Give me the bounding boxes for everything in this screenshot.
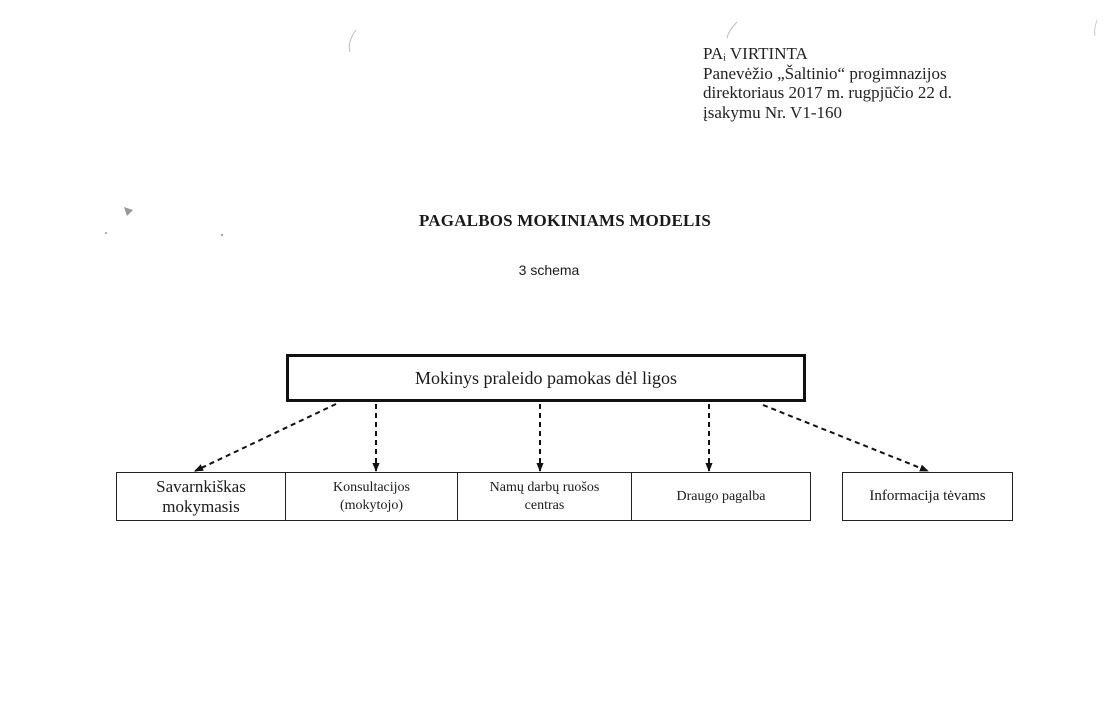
- node-label-line-1: Savarnkiškas: [156, 476, 246, 496]
- approval-stamp: PAᵢ VIRTINTA Panevėžio „Šaltinio“ progim…: [703, 44, 952, 122]
- approval-line-4: įsakymu Nr. V1-160: [703, 102, 842, 122]
- arrow-to-self-study: [194, 403, 337, 472]
- node-label-line-2: mokymasis: [162, 496, 240, 516]
- node-label-line-1: Informacija tėvams: [869, 488, 986, 504]
- root-node: Mokinys praleido pamokas dėl ligos: [286, 354, 806, 402]
- document-title: PAGALBOS MOKINIAMS MODELIS: [418, 211, 712, 230]
- approval-line-3: direktoriaus 2017 m. rugpjūčio 22 d.: [703, 83, 952, 102]
- scan-mark: [348, 29, 357, 53]
- node-friend-help: Draugo pagalba: [631, 472, 811, 521]
- scan-mark: [220, 233, 224, 237]
- node-label-line-1: Konsultacijos: [333, 479, 410, 495]
- scan-mark: [124, 207, 133, 216]
- arrow-to-parent-info: [762, 404, 929, 472]
- node-label-line-1: Namų darbų ruošos: [489, 479, 600, 495]
- scan-mark: [1094, 19, 1098, 37]
- scan-mark: [105, 232, 107, 234]
- root-node-label: Mokinys praleido pamokas dėl ligos: [415, 367, 677, 388]
- node-label-line-1: Draugo pagalba: [676, 488, 766, 504]
- approval-line-1: PAᵢ VIRTINTA: [703, 44, 808, 63]
- node-label-line-2: (mokytojo): [340, 497, 403, 513]
- scan-mark: [726, 21, 738, 39]
- approval-line-2: Panevėžio „Šaltinio“ progimnazijos: [703, 63, 947, 83]
- node-parent-info: Informacija tėvams: [842, 472, 1013, 521]
- scheme-number: 3 schema: [518, 262, 580, 278]
- node-label-line-2: centras: [524, 497, 565, 513]
